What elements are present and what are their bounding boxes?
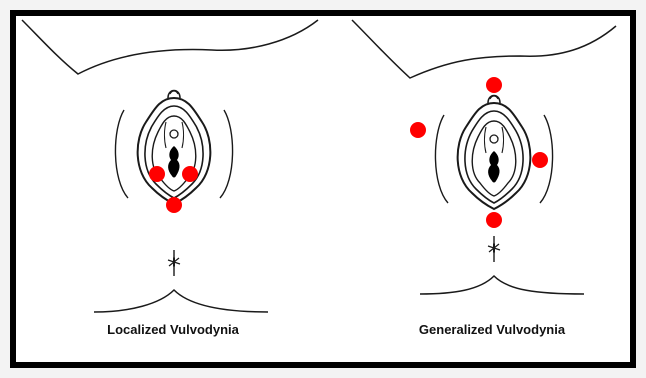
pain-point-marker (532, 152, 548, 168)
pain-point-marker (149, 166, 165, 182)
buttocks-line-left (94, 290, 268, 312)
anus-drawing (168, 250, 180, 276)
vulva-drawing (435, 96, 552, 210)
anus-drawing (488, 236, 500, 262)
thigh-line-left (22, 20, 318, 74)
thigh-line-right (352, 20, 616, 78)
pain-point-marker (166, 197, 182, 213)
pain-point-marker (182, 166, 198, 182)
buttocks-line-right (420, 276, 584, 294)
panel-generalized (352, 20, 616, 294)
caption-localized: Localized Vulvodynia (107, 322, 239, 337)
pain-point-marker (486, 77, 502, 93)
panel-localized (22, 20, 318, 312)
caption-generalized: Generalized Vulvodynia (419, 322, 565, 337)
pain-point-marker (410, 122, 426, 138)
pain-point-marker (486, 212, 502, 228)
vulva-drawing (115, 91, 232, 205)
